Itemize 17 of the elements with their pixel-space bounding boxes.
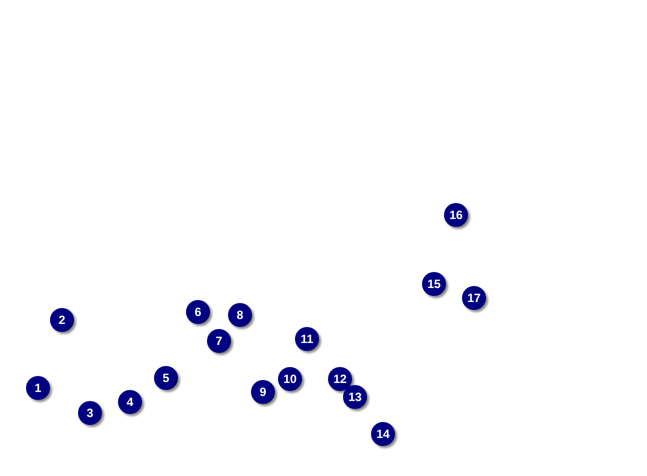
numbered-marker: 13 [343, 385, 367, 409]
numbered-marker: 17 [462, 286, 486, 310]
numbered-marker: 16 [444, 203, 468, 227]
numbered-marker: 3 [78, 401, 102, 425]
numbered-marker: 6 [186, 300, 210, 324]
numbered-marker: 15 [422, 272, 446, 296]
numbered-marker: 5 [154, 366, 178, 390]
numbered-marker: 12 [328, 367, 352, 391]
numbered-marker: 2 [50, 308, 74, 332]
numbered-marker: 11 [295, 327, 319, 351]
numbered-marker: 4 [118, 390, 142, 414]
numbered-marker: 7 [207, 329, 231, 353]
numbered-marker: 1 [26, 376, 50, 400]
numbered-marker: 14 [371, 422, 395, 446]
numbered-marker: 9 [251, 380, 275, 404]
numbered-marker: 8 [228, 303, 252, 327]
numbered-marker: 10 [278, 367, 302, 391]
